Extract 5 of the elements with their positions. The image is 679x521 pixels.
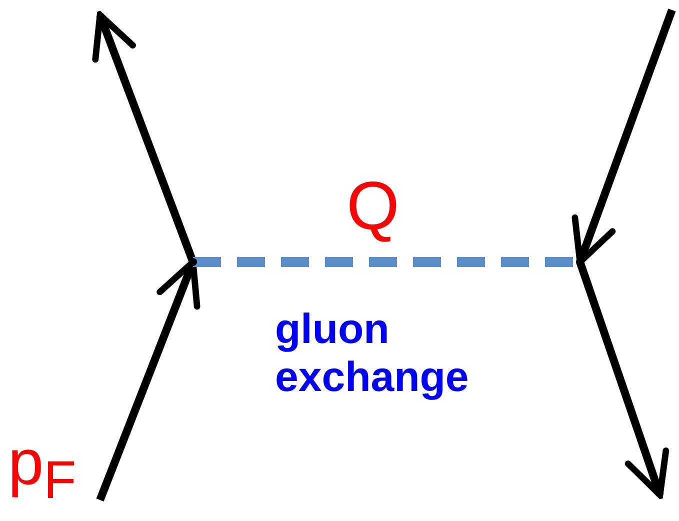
exchange-label: gluon exchange (275, 305, 470, 402)
arrow (92, 12, 197, 264)
edge-label: Q (346, 172, 400, 240)
arrow (576, 260, 670, 498)
momentum-label: p$_{F}$ (8, 430, 76, 508)
